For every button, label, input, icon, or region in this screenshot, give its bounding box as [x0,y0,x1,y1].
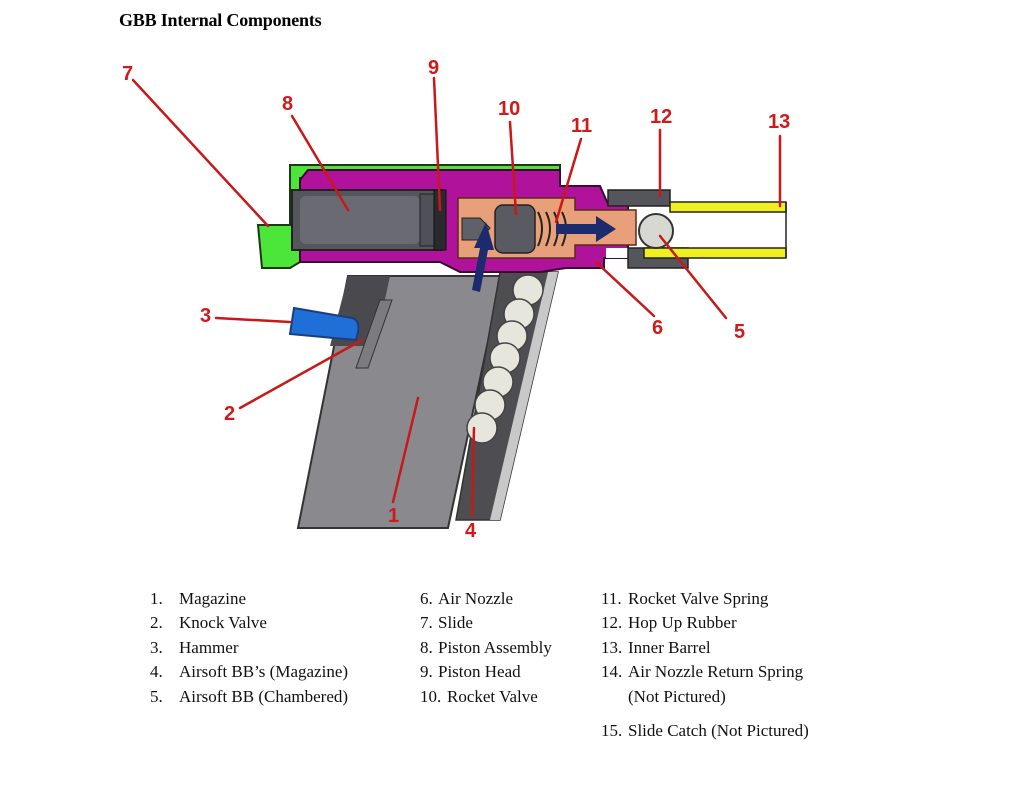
callout-13: 13 [768,111,790,133]
leader-lines [131,76,782,518]
hammer [288,306,360,342]
callout-1: 1 [388,505,399,527]
callout-10: 10 [498,98,520,120]
piston-assembly [291,189,443,251]
callout-4: 4 [465,520,477,542]
callout-9: 9 [428,57,439,79]
callout-3: 3 [200,305,211,327]
diagram-title: GBB Internal Components [119,10,322,30]
callout-6: 6 [652,317,663,339]
callout-5: 5 [734,321,745,343]
gbb-diagram: 1 2 3 4 5 6 7 8 9 10 11 12 13 [122,57,790,542]
chambered-bb [638,213,674,249]
callout-labels: 1 2 3 4 5 6 7 8 9 10 11 12 13 [122,57,790,542]
airflow-arrows [472,216,616,292]
rocket-valve-spring [537,211,567,247]
callout-12: 12 [650,106,672,128]
callout-8: 8 [282,93,293,115]
callout-2: 2 [224,403,235,425]
inner-barrel [643,201,787,259]
callout-7: 7 [122,63,133,85]
callout-11: 11 [571,115,592,137]
